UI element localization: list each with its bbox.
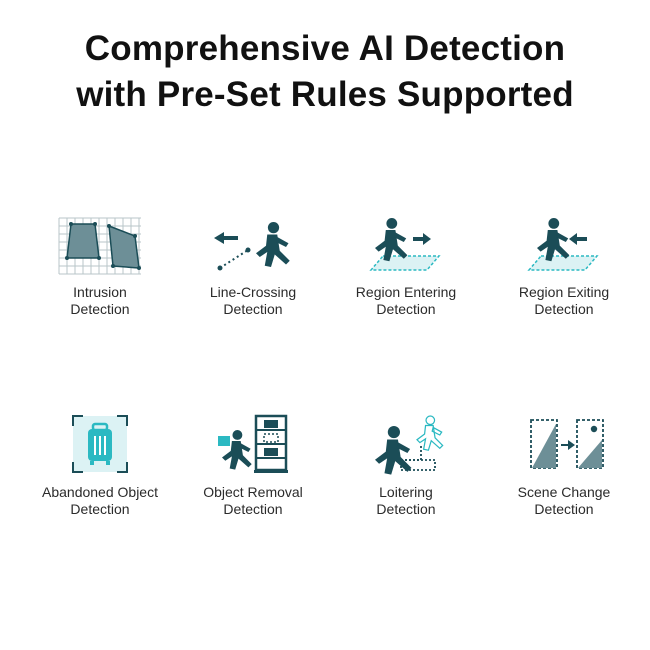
feature-subtitle: Detection — [223, 500, 283, 517]
scene-change-icon — [484, 412, 644, 476]
feature-label: Scene Change Detection — [484, 484, 644, 517]
feature-region-entering-detection: Region Entering Detection — [326, 212, 486, 317]
feature-subtitle: Detection — [376, 500, 436, 517]
feature-region-exiting-detection: Region Exiting Detection — [484, 212, 644, 317]
loitering-icon — [326, 412, 486, 476]
headline-line-2: with Pre-Set Rules Supported — [76, 75, 574, 114]
feature-label: Loitering Detection — [326, 484, 486, 517]
feature-subtitle: Detection — [376, 300, 436, 317]
region-entering-icon — [326, 212, 486, 276]
feature-label: Object Removal Detection — [173, 484, 333, 517]
feature-title: Scene Change — [517, 484, 611, 500]
feature-title: Object Removal — [203, 484, 303, 500]
feature-label: Intrusion Detection — [20, 284, 180, 317]
feature-subtitle: Detection — [534, 500, 594, 517]
feature-subtitle: Detection — [70, 500, 130, 517]
feature-title: Intrusion — [73, 284, 127, 300]
feature-subtitle: Detection — [223, 300, 283, 317]
feature-line-crossing-detection: Line-Crossing Detection — [173, 212, 333, 317]
feature-loitering-detection: Loitering Detection — [326, 412, 486, 517]
feature-label: Region Entering Detection — [326, 284, 486, 317]
abandoned-object-icon — [20, 412, 180, 476]
feature-scene-change-detection: Scene Change Detection — [484, 412, 644, 517]
region-exiting-icon — [484, 212, 644, 276]
intrusion-icon — [20, 212, 180, 276]
feature-title: Region Exiting — [518, 284, 610, 300]
feature-label: Abandoned Object Detection — [20, 484, 180, 517]
headline-line-1: Comprehensive AI Detection — [84, 29, 566, 68]
feature-object-removal-detection: Object Removal Detection — [173, 412, 333, 517]
feature-title: Loitering — [379, 484, 433, 500]
feature-abandoned-object-detection: Abandoned Object Detection — [20, 412, 180, 517]
feature-title: Abandoned Object — [42, 484, 158, 500]
feature-label: Region Exiting Detection — [484, 284, 644, 317]
feature-label: Line-Crossing Detection — [173, 284, 333, 317]
feature-subtitle: Detection — [534, 300, 594, 317]
feature-title: Region Entering — [355, 284, 457, 300]
feature-title: Line-Crossing — [209, 284, 297, 300]
feature-intrusion-detection: Intrusion Detection — [20, 212, 180, 317]
page-headline: Comprehensive AI Detection with Pre-Set … — [0, 26, 650, 118]
line-crossing-icon — [173, 212, 333, 276]
object-removal-icon — [173, 412, 333, 476]
feature-subtitle: Detection — [70, 300, 130, 317]
